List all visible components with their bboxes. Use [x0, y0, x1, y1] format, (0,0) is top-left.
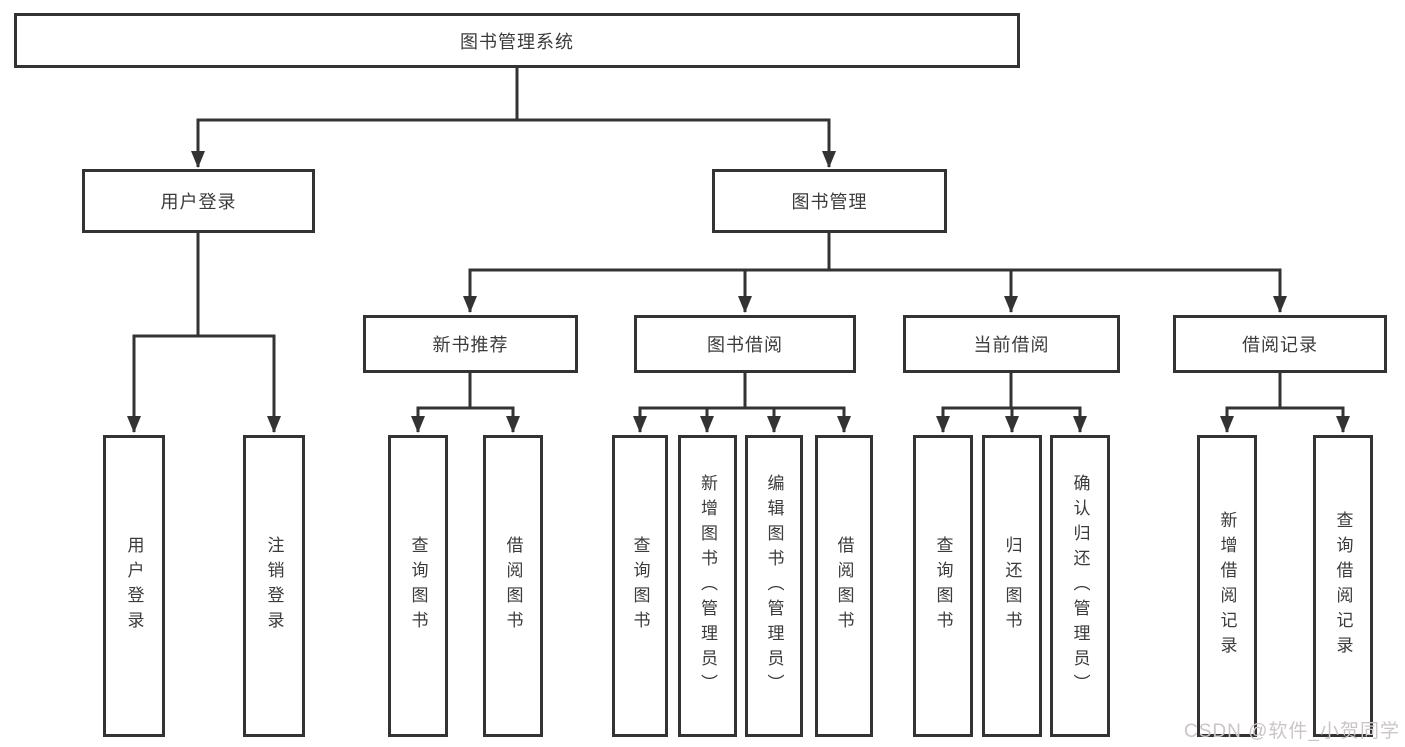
node-label: 图书借阅 — [707, 335, 783, 355]
leaf-label: 查询图书 — [408, 536, 428, 636]
leaf-edit-books-admin: 编辑图书（管理员） — [745, 435, 803, 737]
leaf-label: 新增借阅记录 — [1217, 511, 1237, 661]
leaf-logout: 注销登录 — [243, 435, 305, 737]
leaf-confirm-return-admin: 确认归还（管理员） — [1050, 435, 1110, 737]
leaf-query-borrow-record: 查询借阅记录 — [1313, 435, 1373, 737]
leaf-label: 借阅图书 — [834, 536, 854, 636]
leaf-return-books: 归还图书 — [982, 435, 1042, 737]
node-label: 图书管理 — [791, 192, 868, 212]
leaf-label: 用户登录 — [124, 536, 144, 636]
node-label: 新书推荐 — [432, 335, 509, 355]
node-current-borrowing: 当前借阅 — [903, 315, 1120, 373]
leaf-user-login: 用户登录 — [103, 435, 165, 737]
leaf-label: 归还图书 — [1002, 536, 1022, 636]
node-new-book-recommend: 新书推荐 — [363, 315, 578, 373]
leaf-borrow-books: 借阅图书 — [815, 435, 873, 737]
node-book-management: 图书管理 — [712, 169, 947, 233]
leaf-borrow-books-recommend: 借阅图书 — [483, 435, 543, 737]
csdn-watermark: CSDN @软件_小贺同学 — [1184, 721, 1400, 742]
leaf-label: 查询图书 — [630, 536, 650, 636]
leaf-label: 新增图书（管理员） — [698, 473, 717, 699]
leaf-label: 查询图书 — [933, 536, 953, 636]
node-label: 当前借阅 — [973, 335, 1050, 355]
leaf-query-books-borrowing: 查询图书 — [612, 435, 668, 737]
node-borrowing-records: 借阅记录 — [1173, 315, 1387, 373]
leaf-add-borrow-record: 新增借阅记录 — [1197, 435, 1257, 737]
leaf-label: 确认归还（管理员） — [1070, 473, 1090, 699]
leaf-query-books-current: 查询图书 — [913, 435, 973, 737]
leaf-add-books-admin: 新增图书（管理员） — [678, 435, 737, 737]
node-library-management-system: 图书管理系统 — [14, 13, 1020, 68]
leaf-label: 借阅图书 — [503, 536, 523, 636]
node-user-login: 用户登录 — [82, 169, 315, 233]
node-label: 图书管理系统 — [460, 31, 574, 52]
leaf-label: 编辑图书（管理员） — [764, 473, 784, 699]
leaf-query-books-recommend: 查询图书 — [388, 435, 448, 737]
node-book-borrowing: 图书借阅 — [634, 315, 856, 373]
leaf-label: 注销登录 — [264, 536, 284, 636]
node-label: 用户登录 — [160, 192, 237, 212]
leaf-label: 查询借阅记录 — [1333, 511, 1353, 661]
node-label: 借阅记录 — [1242, 335, 1318, 355]
